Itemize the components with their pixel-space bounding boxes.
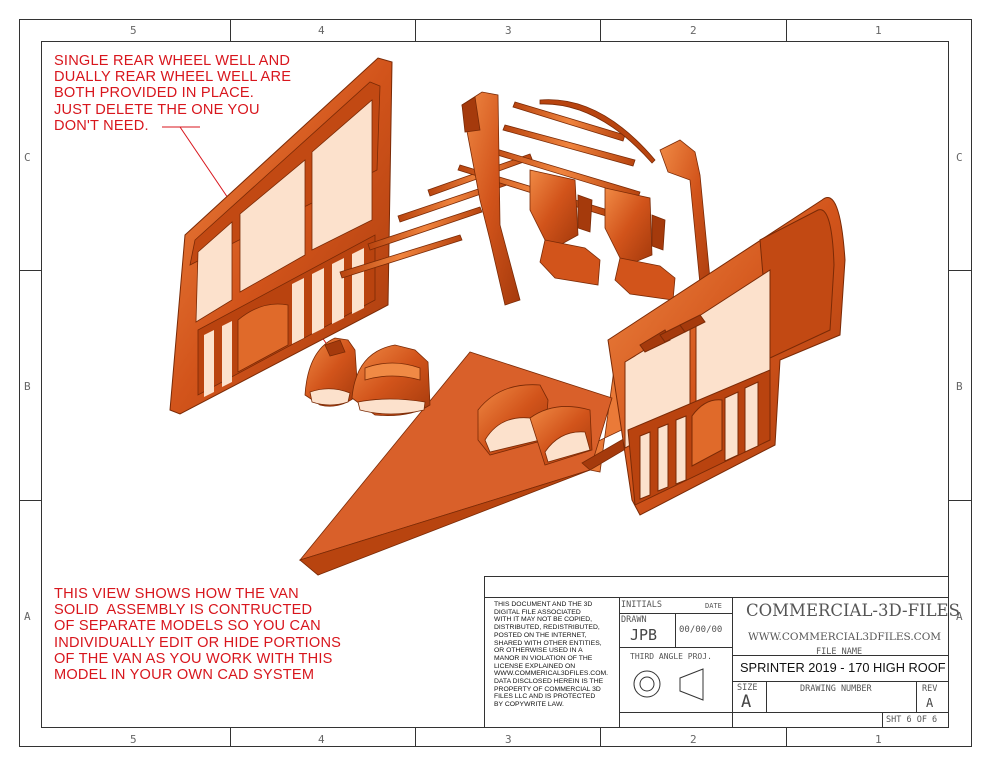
drawn-label: DRAWN [621, 615, 647, 625]
zone-label-bottom: 5 [130, 733, 137, 746]
zone-tick [600, 19, 601, 41]
zone-label-top: 4 [318, 24, 325, 37]
zone-label-right: A [956, 610, 963, 623]
sheet-number: SHT 6 OF 6 [886, 715, 938, 725]
seat-left [529, 169, 601, 286]
zone-label-right: B [956, 380, 963, 393]
zone-label-left: B [24, 380, 31, 393]
revision: A [926, 696, 934, 710]
title-block-divider [675, 613, 676, 647]
zone-label-bottom: 3 [505, 733, 512, 746]
zone-label-top: 1 [875, 24, 882, 37]
zone-tick [600, 728, 601, 747]
file-name-label: FILE NAME [816, 647, 863, 657]
assembly-note: THIS VIEW SHOWS HOW THE VAN SOLID ASSEMB… [54, 586, 342, 684]
zone-tick [230, 728, 231, 747]
zone-label-left: A [24, 610, 31, 623]
zone-tick [19, 500, 41, 501]
zone-label-right: C [956, 151, 963, 164]
title-block [484, 576, 949, 728]
zone-label-top: 3 [505, 24, 512, 37]
zone-tick [786, 728, 787, 747]
company-website: WWW.COMMERCIAL3DFILES.COM [748, 631, 942, 643]
zone-label-bottom: 1 [875, 733, 882, 746]
floor-wheel-wells [477, 384, 593, 466]
zone-label-bottom: 2 [690, 733, 697, 746]
loose-wheel-well-dually [351, 344, 431, 416]
title-block-divider [766, 681, 767, 712]
rev-label: REV [922, 684, 938, 694]
zone-label-top: 2 [690, 24, 697, 37]
sheet-size: A [741, 692, 752, 712]
title-block-divider [732, 598, 733, 728]
left-side-wall-panel [169, 57, 393, 415]
zone-tick [949, 500, 972, 501]
title-block-divider [732, 655, 949, 656]
file-name: SPRINTER 2019 - 170 HIGH ROOF [740, 660, 946, 675]
title-block-divider [916, 681, 917, 712]
company-name: COMMERCIAL-3D-FILES [746, 601, 960, 620]
drawn-by: JPB [630, 626, 658, 644]
license-disclaimer: THIS DOCUMENT AND THE 3D DIGITAL FILE AS… [494, 601, 609, 709]
initials-label: INITIALS [621, 600, 662, 610]
drawing-number-label: DRAWING NUMBER [800, 684, 872, 694]
zone-label-bottom: 4 [318, 733, 325, 746]
title-block-divider [882, 712, 883, 728]
title-block-top-row [484, 576, 949, 598]
zone-label-top: 5 [130, 24, 137, 37]
title-block-divider [619, 598, 620, 728]
title-block-divider [732, 681, 949, 682]
right-side-wall-panel [607, 197, 846, 516]
size-label: SIZE [737, 683, 758, 693]
zone-tick [786, 19, 787, 41]
seat-right [604, 187, 676, 301]
loose-wheel-well-single [304, 337, 359, 407]
third-angle-projection-icon [633, 668, 704, 701]
zone-label-left: C [24, 151, 31, 164]
zone-tick [949, 270, 972, 271]
wheel-well-note: SINGLE REAR WHEEL WELL AND DUALLY REAR W… [54, 53, 292, 134]
zone-tick [415, 19, 416, 41]
zone-tick [19, 270, 41, 271]
zone-tick [230, 19, 231, 41]
date-label: DATE [705, 602, 722, 610]
drawn-date: 00/00/00 [679, 625, 723, 635]
front-pillar [461, 91, 521, 306]
zone-tick [415, 728, 416, 747]
title-block-divider [619, 647, 732, 648]
title-block-divider [619, 712, 949, 713]
outer-border [19, 19, 972, 747]
projection-label: THIRD ANGLE PROJ. [630, 652, 712, 661]
